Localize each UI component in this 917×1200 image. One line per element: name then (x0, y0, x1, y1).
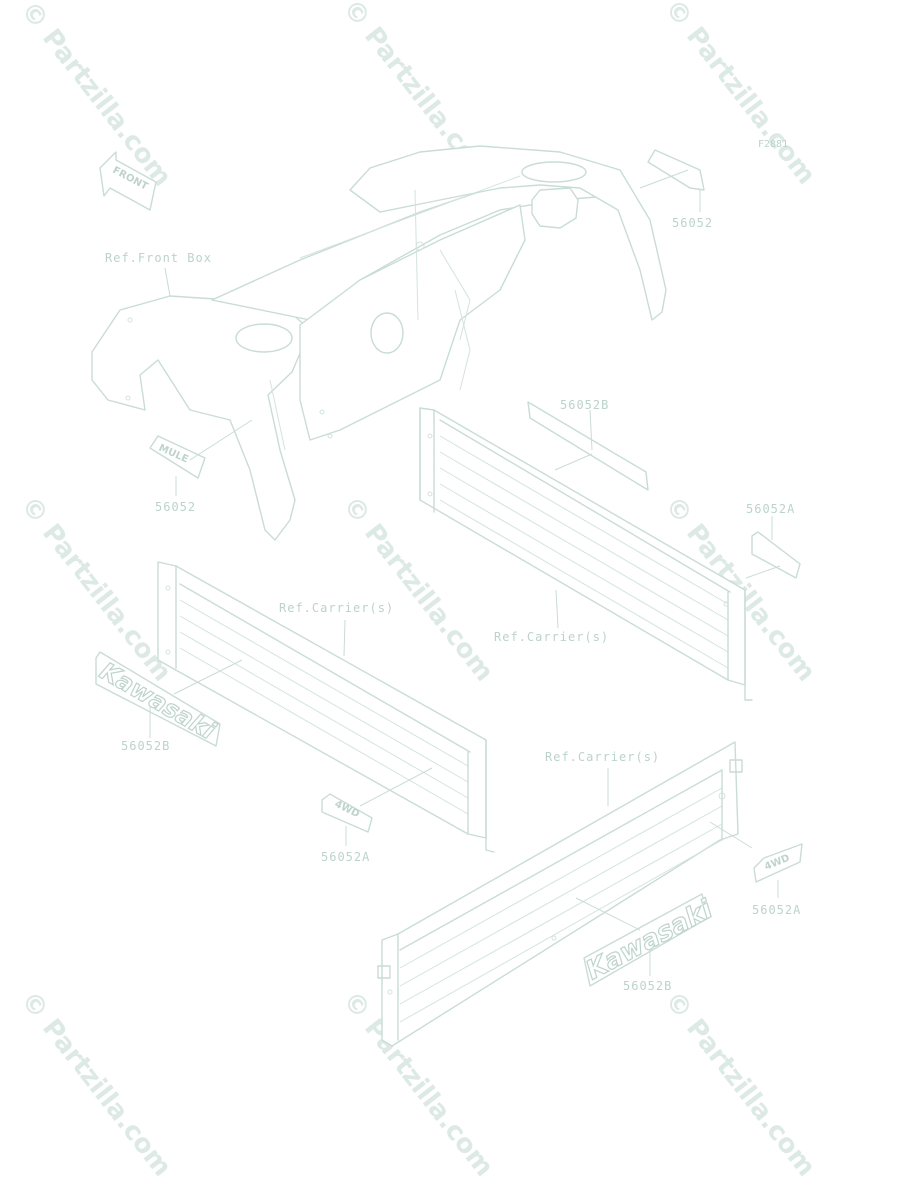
label-56052-left: 56052 (155, 500, 196, 514)
carrier-panel-upper (419, 407, 753, 701)
label-56052A-right: 56052A (746, 502, 795, 516)
label-56052B-left: 56052B (121, 739, 170, 753)
label-carrier-ref-3: Ref.Carrier(s) (545, 750, 660, 764)
label-carrier-ref-2: Ref.Carrier(s) (494, 630, 609, 644)
watermark: © Partzilla.com (14, 0, 177, 192)
label-56052A-lower: 56052A (752, 903, 801, 917)
label-56052B-top: 56052B (560, 398, 609, 412)
label-carrier-ref-1: Ref.Carrier(s) (279, 601, 394, 615)
carrier-panel-lower (377, 741, 743, 1047)
label-56052-top: 56052 (672, 216, 713, 230)
label-56052B-lower: 56052B (623, 979, 672, 993)
fourwd-decal-lower: 4WD (709, 821, 803, 898)
watermark: © Partzilla.com (14, 986, 177, 1182)
decal-56052-top (639, 149, 705, 212)
decal-56052B-top (527, 401, 649, 491)
fourwd-decal-mid: 4WD (321, 767, 433, 846)
figure-code: F2881 (758, 139, 788, 150)
watermark: © Partzilla.com (658, 986, 821, 1182)
front-box (91, 145, 667, 541)
carrier-panel-left (157, 561, 495, 853)
label-56052A-mid: 56052A (321, 850, 370, 864)
label-front-box-ref: Ref.Front Box (105, 251, 212, 265)
decal-56052A-right (745, 516, 801, 579)
